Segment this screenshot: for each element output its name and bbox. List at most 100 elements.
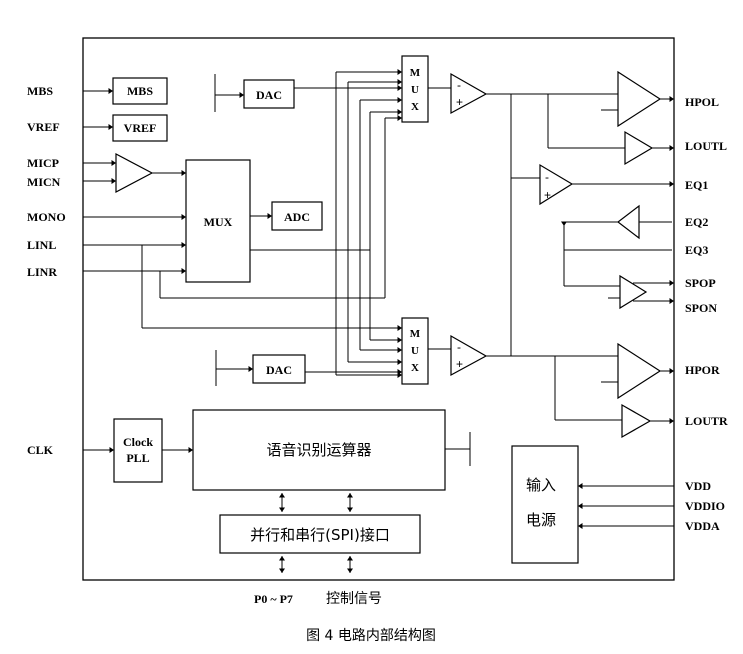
amp-right-minus: -	[457, 340, 461, 354]
loutr-amp	[621, 403, 652, 439]
pin-vref: VREF	[27, 120, 60, 134]
adc-block-label: ADC	[284, 210, 310, 224]
pin-micp: MICP	[27, 156, 59, 170]
pin-eq1: EQ1	[685, 178, 708, 192]
hpor-amp	[617, 342, 662, 400]
vref-block-label: VREF	[124, 121, 157, 135]
pin-spop: SPOP	[685, 276, 716, 290]
mux-bottom-letter-m: M	[410, 328, 421, 340]
power-input-block	[511, 445, 579, 564]
output-network	[510, 93, 672, 421]
routing-bus	[141, 71, 402, 376]
pin-mbs: MBS	[27, 84, 53, 98]
arrowhead-14	[397, 97, 402, 103]
arrowhead-19	[397, 347, 402, 353]
mux-top-letter-x: X	[411, 101, 419, 113]
vref-block	[112, 114, 168, 142]
clock-pll-line1: Clock	[123, 435, 153, 449]
arrowhead-42	[347, 556, 353, 561]
speech-recognizer-label: 语音识别运算器	[266, 441, 371, 459]
pin-loutl: LOUTL	[685, 139, 727, 153]
mux-bottom-letter-u: U	[411, 345, 419, 357]
eq2-amp	[617, 204, 640, 240]
chip-outline	[82, 37, 675, 581]
arrowhead-34	[578, 503, 583, 509]
arrowhead-16	[397, 115, 402, 121]
interface-block	[219, 514, 421, 554]
arrowhead-38	[347, 493, 353, 498]
eq1-amp	[539, 163, 574, 206]
arrowhead-37	[279, 507, 285, 512]
dac-top-label: DAC	[256, 88, 282, 102]
arrowhead-29	[669, 280, 674, 286]
power-label-line2: 电源	[526, 511, 556, 529]
arrowhead-39	[347, 507, 353, 512]
mux-top-letter-m: M	[410, 67, 421, 79]
arrowhead-4	[181, 170, 186, 176]
arrowhead-17	[397, 325, 402, 331]
arrowhead-31	[669, 368, 674, 374]
pin-linr: LINR	[27, 265, 57, 279]
arrowhead-6	[181, 242, 186, 248]
dac-bottom-label: DAC	[266, 363, 292, 377]
arrowhead-26	[669, 145, 674, 151]
input-mux-label: MUX	[204, 215, 233, 229]
pin-vdda: VDDA	[685, 519, 720, 533]
pin-hpor: HPOR	[685, 363, 720, 377]
figure-caption: 图 4 电路内部结构图	[306, 628, 436, 644]
output-mux-top	[401, 55, 429, 123]
arrowhead-43	[347, 568, 353, 573]
arrowhead-32	[669, 418, 674, 424]
left-pin-wires	[83, 90, 186, 451]
arrowhead-10	[248, 366, 253, 372]
control-signal-label: 控制信号	[326, 591, 382, 607]
arrowhead-8	[267, 213, 272, 219]
arrowhead-36	[279, 493, 285, 498]
pin-micn: MICN	[27, 175, 61, 189]
arrowhead-20	[397, 359, 402, 365]
arrowhead-12	[397, 79, 402, 85]
arrowhead-0	[108, 88, 113, 94]
mux-bottom-letter-x: X	[411, 362, 419, 374]
arrowhead-2	[111, 160, 116, 166]
hpol-amp	[617, 70, 662, 128]
pin-linl: LINL	[27, 238, 56, 252]
arrowhead-7	[181, 268, 186, 274]
pin-vdd: VDD	[685, 479, 711, 493]
arrowhead-15	[397, 109, 402, 115]
arrowhead-41	[279, 568, 285, 573]
power-label-line1: 输入	[526, 476, 556, 494]
arrowhead-24	[188, 447, 193, 453]
control-ports-label: P0 ~ P7	[254, 592, 293, 606]
arrowheads	[108, 69, 674, 573]
arrowhead-13	[397, 85, 402, 91]
arrowhead-23	[109, 447, 114, 453]
arrowhead-18	[397, 337, 402, 343]
interface-label: 并行和串行(SPI)接口	[250, 526, 390, 544]
clock-pll-line2: PLL	[126, 451, 149, 465]
loutl-amp	[624, 130, 654, 166]
pin-hpol: HPOL	[685, 95, 719, 109]
amp-right-plus: +	[456, 357, 463, 371]
arrowhead-33	[578, 483, 583, 489]
arrowhead-35	[578, 523, 583, 529]
mux-top-letter-u: U	[411, 84, 419, 96]
amp-left-minus: -	[457, 78, 461, 92]
arrowhead-30	[669, 298, 674, 304]
arrowhead-3	[111, 178, 116, 184]
pin-loutr: LOUTR	[685, 414, 728, 428]
dac-bottom	[252, 354, 306, 384]
arrowhead-1	[108, 124, 113, 130]
speaker-amp	[619, 274, 648, 310]
mixer-amp-right	[450, 334, 488, 377]
mic-amplifier	[115, 153, 154, 193]
clock-pll-block	[113, 418, 163, 483]
pin-mono: MONO	[27, 210, 66, 224]
mixer-amp-left	[450, 72, 488, 115]
arrowhead-22	[397, 372, 402, 378]
arrowhead-40	[279, 556, 285, 561]
input-mux	[185, 159, 251, 283]
mbs-block-label: MBS	[127, 84, 153, 98]
amp-left-plus: +	[456, 95, 463, 109]
